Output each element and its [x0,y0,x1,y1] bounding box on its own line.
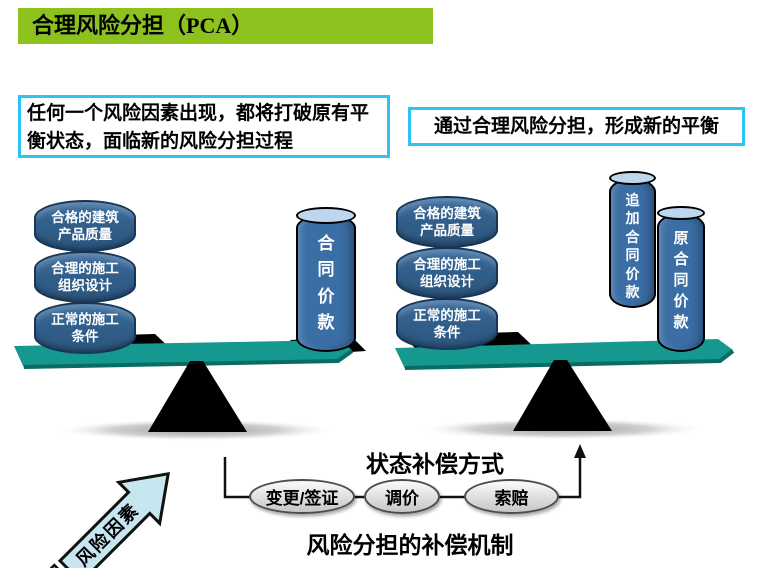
original-contract-price-cylinder: 原合同价款 [657,206,705,352]
added-contract-price-cylinder: 追加合同价款 [609,171,656,308]
contract-price-label: 合同价款 [317,234,335,333]
callout-left: 任何一个风险因素出现，都将打破原有平衡状态，面临新的风险分担过程 [18,95,390,158]
method-price-adjustment: 调价 [364,479,440,514]
added-contract-price-label: 追加合同价款 [625,192,640,301]
compensation-title: 状态补偿方式 [366,451,504,477]
left-fulcrum [148,361,247,432]
up-arrowhead [574,444,586,458]
right-weight-design: 合理的施工 组织设计 [396,247,498,299]
right-fulcrum [513,360,612,431]
contract-price-cylinder: 合同价款 [296,207,356,352]
left-plank-edge [23,349,354,369]
slide-title: 合理风险分担（PCA） [32,13,254,38]
risk-factor-arrow [48,471,171,568]
original-contract-price-label: 原合同价款 [673,230,689,331]
callout-right-text: 通过合理风险分担，形成新的平衡 [433,116,719,137]
method-change-visa: 变更/签证 [249,479,355,514]
right-plank-edge [404,349,735,370]
callout-right: 通过合理风险分担，形成新的平衡 [408,107,745,146]
callout-left-text: 任何一个风险因素出现，都将打破原有平衡状态，面临新的风险分担过程 [27,103,370,152]
right-weight-quality: 合格的建筑 产品质量 [396,196,498,248]
compensation-caption: 风险分担的补偿机制 [306,532,514,558]
left-weight-conditions: 正常的施工 条件 [34,302,136,354]
cylinder-cap [296,207,356,224]
slide-title-bar: 合理风险分担（PCA） [18,8,433,44]
method-claim: 索赔 [464,479,559,514]
cylinder-body [657,213,705,352]
left-weight-design: 合理的施工 组织设计 [34,251,136,303]
cylinder-cap [657,206,705,220]
right-weight-conditions: 正常的施工 条件 [396,298,498,350]
cylinder-cap [609,171,656,185]
left-weight-quality: 合格的建筑 产品质量 [34,200,136,252]
